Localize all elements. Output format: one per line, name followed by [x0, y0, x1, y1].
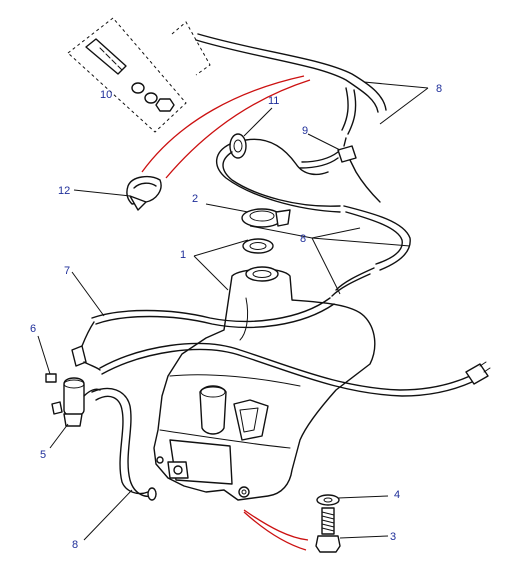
nozzle-body [85, 38, 127, 75]
tank-pump-boss [199, 385, 227, 435]
filler-seal [242, 238, 274, 254]
callout-10: 10 [100, 89, 112, 101]
callout-2: 2 [192, 193, 198, 205]
washer [316, 494, 340, 506]
t-connector [337, 145, 357, 163]
reservoir-neck [245, 266, 279, 282]
callout-8-lower: 8 [72, 539, 78, 551]
electrical-connector-left [71, 345, 87, 367]
upper-hose-outer [197, 33, 387, 111]
nozzle-nut [155, 98, 175, 112]
callout-3: 3 [390, 531, 396, 543]
callout-4: 4 [394, 489, 400, 501]
callout-7: 7 [64, 265, 70, 277]
callout-5: 5 [40, 449, 46, 461]
grommet-hose-group [216, 133, 411, 297]
red-annotation-lines [141, 75, 311, 551]
pump-group [45, 373, 101, 427]
nozzle-washer-1 [131, 82, 145, 94]
callout-6: 6 [30, 323, 36, 335]
upper-hose-inner [195, 39, 379, 113]
cap-seal-group [241, 208, 291, 254]
callout-12: 12 [58, 185, 70, 197]
nozzle-washer-2 [144, 92, 158, 104]
bolt-head [315, 535, 341, 553]
upper-hose-group [195, 33, 387, 203]
grommet [229, 133, 247, 159]
tank-mounting-point [238, 486, 250, 498]
callout-9: 9 [302, 125, 308, 137]
callout-8-upper: 8 [436, 83, 442, 95]
leader-lines [37, 81, 429, 541]
pump-screw [45, 373, 57, 383]
pump-hose-group [71, 297, 491, 397]
reservoir-tank-group [153, 266, 376, 501]
washer-pump [63, 377, 85, 417]
detail-dashed-box [67, 17, 187, 133]
clip-group [126, 175, 162, 211]
callout-11: 11 [268, 95, 279, 107]
detail-dashed-connector [171, 21, 211, 76]
callout-1: 1 [180, 249, 186, 261]
bolt-group [315, 494, 341, 553]
nozzle-detail-group [67, 17, 211, 133]
callout-labels: 8 8 8 10 11 9 12 2 1 7 6 5 4 3 [30, 83, 442, 551]
electrical-connector-right [465, 363, 489, 385]
lower-hose-group [91, 387, 157, 501]
callout-8-middle: 8 [300, 233, 306, 245]
reservoir-body [153, 268, 376, 501]
lower-hose-end [147, 487, 157, 501]
